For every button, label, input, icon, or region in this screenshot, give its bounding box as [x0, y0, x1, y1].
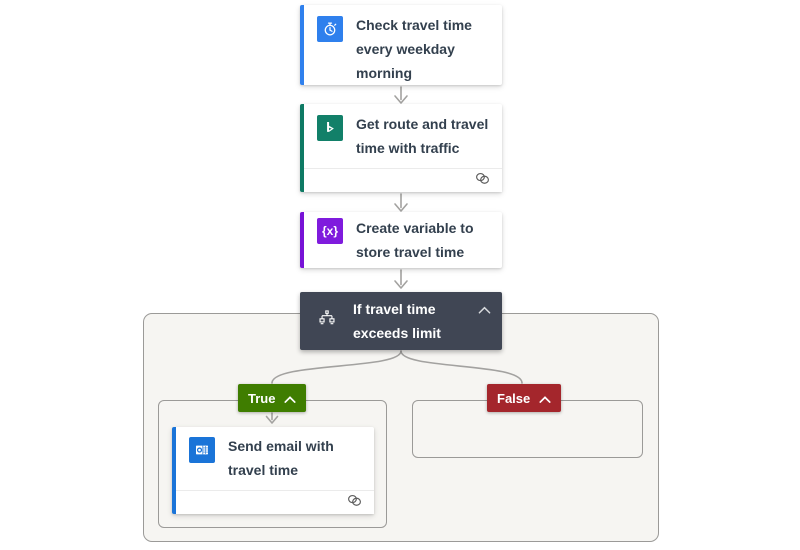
arrow-down-icon [394, 193, 408, 212]
alarm-clock-icon [317, 16, 343, 42]
bing-maps-icon [317, 115, 343, 141]
false-branch-label: False [497, 390, 531, 406]
true-branch-label: True [248, 390, 276, 406]
chevron-up-icon[interactable] [478, 301, 491, 319]
condition-card[interactable]: If travel time exceeds limit [300, 292, 502, 350]
action-title: Send email with travel time [228, 438, 334, 478]
arrow-down-icon [394, 269, 408, 289]
trigger-title: Check travel time every weekday morning [356, 17, 472, 81]
variable-icon-text: {x} [321, 224, 338, 238]
chevron-up-icon[interactable] [284, 391, 297, 406]
action-title: Create variable to store travel time [356, 220, 474, 260]
condition-title: If travel time exceeds limit [353, 301, 441, 341]
card-footer [176, 490, 374, 514]
false-branch-badge[interactable]: False [487, 384, 562, 412]
action-card-get-route[interactable]: Get route and travel time with traffic [300, 104, 502, 192]
chevron-up-icon[interactable] [539, 391, 551, 406]
condition-branch-icon [316, 308, 338, 335]
action-title: Get route and travel time with traffic [356, 116, 489, 156]
action-card-send-email[interactable]: Send email with travel time [172, 427, 374, 514]
action-accent-bar [300, 212, 304, 268]
variable-icon: {x} [317, 218, 343, 244]
true-branch-badge[interactable]: True [238, 384, 307, 412]
trigger-card-recurrence[interactable]: Check travel time every weekday morning [300, 5, 502, 85]
action-accent-bar [172, 427, 176, 514]
connections-icon [346, 493, 364, 513]
card-footer [304, 168, 502, 192]
connections-icon [474, 171, 492, 191]
trigger-accent-bar [300, 5, 304, 85]
action-accent-bar [300, 104, 304, 192]
action-card-create-variable[interactable]: {x} Create variable to store travel time [300, 212, 502, 268]
outlook-icon [189, 437, 215, 463]
